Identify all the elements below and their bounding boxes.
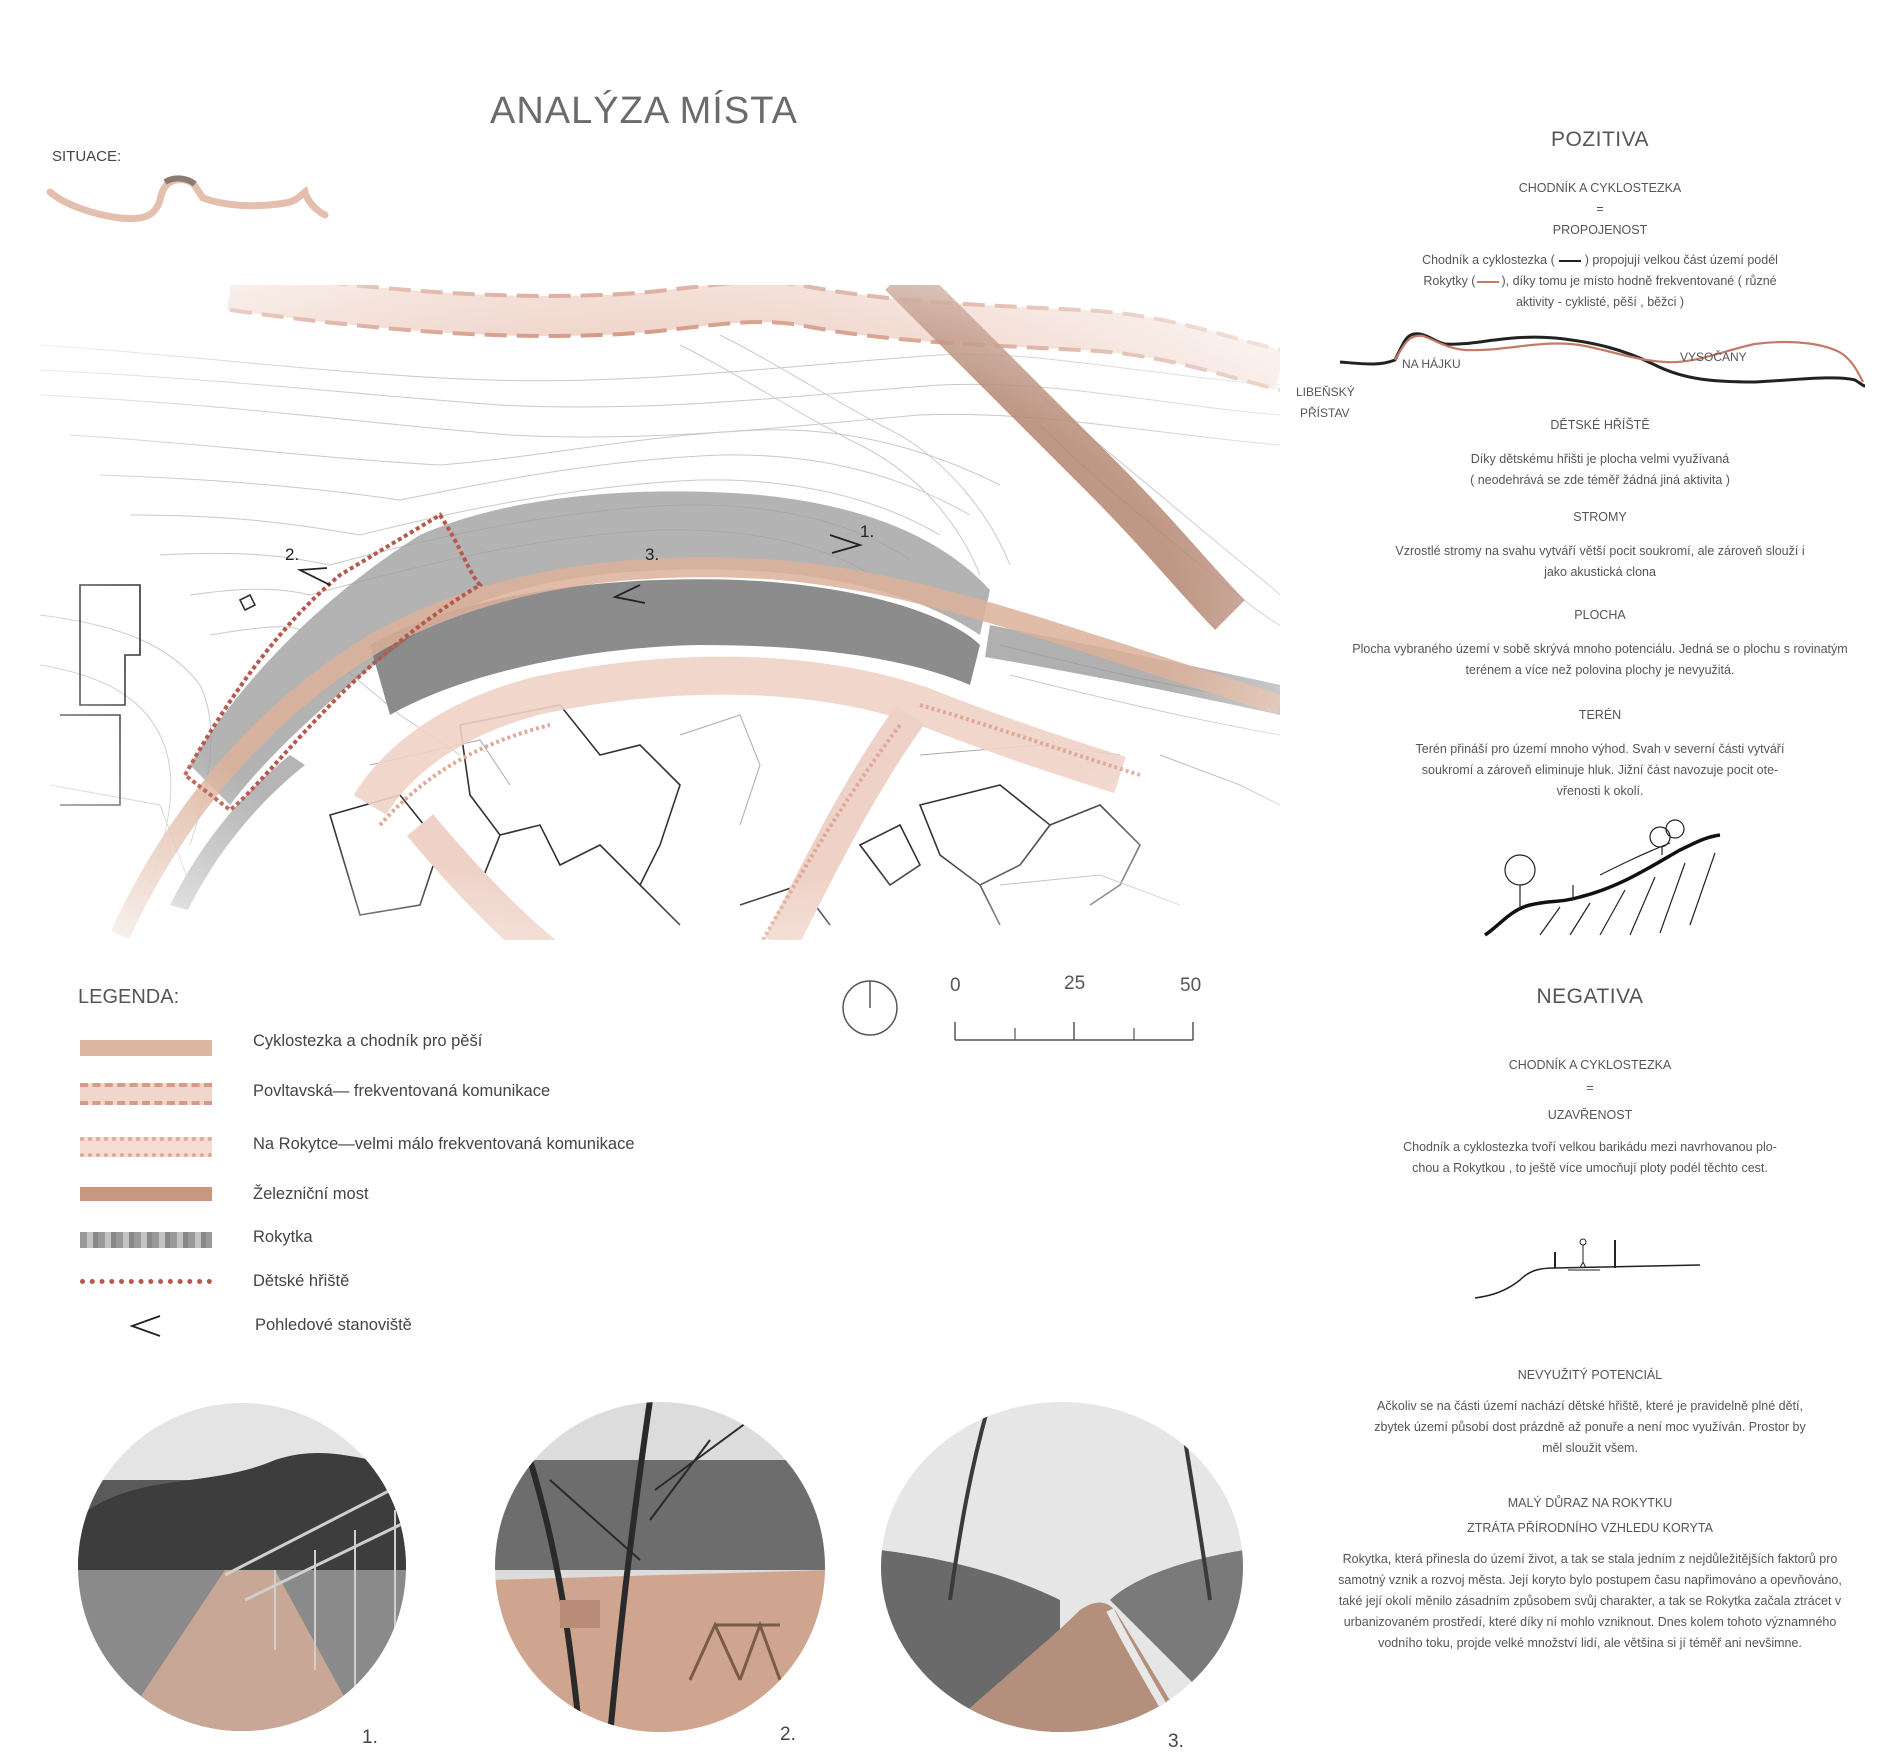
legend-title: LEGENDA:	[78, 986, 180, 1008]
viewpoint-3-marker	[612, 584, 646, 604]
pozitiva-s2-line1: Díky dětskému hřišti je plocha velmi vyu…	[1470, 452, 1730, 466]
legend-viewpoint-icon	[129, 1315, 161, 1337]
pozitiva-s5-title: TERÉN	[1578, 708, 1622, 722]
photo-1-label: 1.	[362, 1727, 378, 1748]
viewpoint-1-label: 1.	[860, 522, 874, 541]
photo-2-label: 2.	[780, 1724, 796, 1745]
negativa-s3-line3: také její okolí měnilo zásadním způsobem…	[1338, 1594, 1842, 1608]
negativa-s1-eq: =	[1586, 1081, 1594, 1095]
viewpoint-2-label: 2.	[285, 545, 299, 564]
negativa-s3-line5: vodního toku, projde velké množství lidí…	[1378, 1636, 1802, 1650]
path-line-swatch-icon	[1558, 259, 1581, 262]
legend-label-na-rokytce: Na Rokytce—velmi málo frekventovaná komu…	[253, 1135, 635, 1153]
route-label-pristav: PŘÍSTAV	[1300, 406, 1350, 420]
scale-label-25: 25	[1064, 973, 1086, 994]
pozitiva-s4-title: PLOCHA	[1574, 608, 1626, 622]
pozitiva-s5-line1: Terén přináší pro území mnoho výhod. Sva…	[1415, 742, 1785, 756]
scale-label-0: 0	[950, 975, 961, 996]
pozitiva-s1-title: CHODNÍK A CYKLOSTEZKA	[1518, 181, 1682, 195]
legend-label-railway-bridge: Železniční most	[253, 1185, 369, 1203]
pozitiva-s1-line3: aktivity - cyklisté, pěší , běžci )	[1515, 295, 1685, 309]
negativa-s2-line3: měl sloužit všem.	[1542, 1441, 1638, 1455]
rokytka-line-swatch-icon	[1477, 280, 1500, 283]
photo-3-stream	[881, 1402, 1243, 1732]
negativa-s3-line1: Rokytka, která přinesla do území život, …	[1342, 1552, 1838, 1566]
pozitiva-s5-line3: vřenosti k okolí.	[1556, 784, 1644, 798]
pozitiva-s1-sub: PROPOJENOST	[1552, 223, 1648, 237]
scale-label-50: 50	[1180, 975, 1202, 996]
route-label-vysocany: VYSOČANY	[1680, 350, 1747, 364]
viewpoint-1-marker	[829, 534, 864, 554]
pozitiva-s3-title: STROMY	[1573, 510, 1627, 524]
route-label-na-hajku: NA HÁJKU	[1402, 357, 1461, 371]
pozitiva-s4-line1: Plocha vybraného území v sobě skrývá mno…	[1352, 642, 1848, 656]
legend-swatch-na-rokytce	[80, 1137, 212, 1157]
legend-swatch-playground	[80, 1279, 212, 1284]
photo-1-path	[78, 1403, 406, 1731]
pozitiva-s3-line1: Vzrostlé stromy na svahu vytváří větší p…	[1395, 544, 1805, 558]
viewpoint-2-marker	[296, 567, 331, 586]
negativa-s3-line4: urbanizovaném prostředí, které díky ní m…	[1343, 1615, 1837, 1629]
pozitiva-s4-line2: terénem a více než polovina plochy je ne…	[1465, 663, 1735, 677]
legend-swatch-cyclepath	[80, 1040, 212, 1056]
route-label-libensky: LIBEŇSKÝ	[1296, 385, 1355, 399]
situation-sketch	[46, 175, 329, 223]
negativa-s2-line2: zbytek území působí dost prázdně až ponu…	[1374, 1420, 1806, 1434]
page-title: ANALÝZA MÍSTA	[490, 90, 798, 132]
pozitiva-s3-line2: jako akustická clona	[1544, 565, 1656, 579]
legend-label-povltavska: Povltavská— frekventovaná komunikace	[253, 1082, 551, 1100]
pozitiva-s2-line2: ( neodehrává se zde téměř žádná jiná akt…	[1470, 473, 1730, 487]
pozitiva-s1-line1: Chodník a cyklostezka () propojují velko…	[1422, 253, 1778, 267]
north-arrow-icon	[842, 980, 898, 1036]
pozitiva-heading: POZITIVA	[1550, 128, 1650, 151]
barrier-sketch	[1474, 1238, 1701, 1299]
negativa-s3-title2: ZTRÁTA PŘÍRODNÍHO VZHLEDU KORYTA	[1467, 1521, 1713, 1535]
viewpoint-3-label: 3.	[645, 545, 659, 564]
site-map: 2. 1. 3.	[40, 285, 1280, 940]
negativa-s2-title: NEVYUŽITÝ POTENCIÁL	[1517, 1368, 1663, 1382]
terrain-sketch	[1484, 819, 1721, 937]
negativa-s1-sub: UZAVŘENOST	[1547, 1108, 1633, 1122]
negativa-s3-title1: MALÝ DŮRAZ NA ROKYTKU	[1507, 1496, 1673, 1510]
scale-bar	[954, 1022, 1194, 1041]
negativa-s2-line1: Ačkoliv se na části území nachází dětské…	[1377, 1399, 1803, 1413]
negativa-heading: NEGATIVA	[1536, 985, 1644, 1008]
negativa-s1-line2: chou a Rokytkou , to ještě více umocňují…	[1412, 1161, 1768, 1175]
photo-3-label: 3.	[1168, 1731, 1184, 1752]
legend-swatch-povltavska	[80, 1083, 212, 1105]
negativa-s1-title: CHODNÍK A CYKLOSTEZKA	[1508, 1058, 1672, 1072]
legend-label-rokytka: Rokytka	[253, 1228, 313, 1246]
legend-label-viewpoint: Pohledové stanoviště	[255, 1316, 412, 1334]
negativa-s1-line1: Chodník a cyklostezka tvoří velkou barik…	[1403, 1140, 1777, 1154]
pozitiva-s2-title: DĚTSKÉ HŘÍŠTĚ	[1550, 418, 1650, 432]
legend-label-playground: Dětské hřiště	[253, 1272, 350, 1290]
pozitiva-s5-line2: soukromí a zároveň eliminuje hluk. Jižní…	[1421, 763, 1779, 777]
legend-swatch-railway-bridge	[80, 1187, 212, 1201]
photo-2-playground	[495, 1402, 825, 1732]
route-sketch	[1339, 332, 1866, 388]
pozitiva-s1-line2: Rokytky (), díky tomu je místo hodně fre…	[1423, 274, 1777, 288]
pozitiva-s1-eq: =	[1596, 202, 1604, 216]
legend-label-cyclepath: Cyklostezka a chodník pro pěší	[253, 1032, 483, 1050]
negativa-s3-line2: samotný vznik a rozvoj města. Její koryt…	[1338, 1573, 1842, 1587]
situace-label: SITUACE:	[52, 148, 122, 165]
legend-swatch-rokytka	[80, 1232, 212, 1248]
